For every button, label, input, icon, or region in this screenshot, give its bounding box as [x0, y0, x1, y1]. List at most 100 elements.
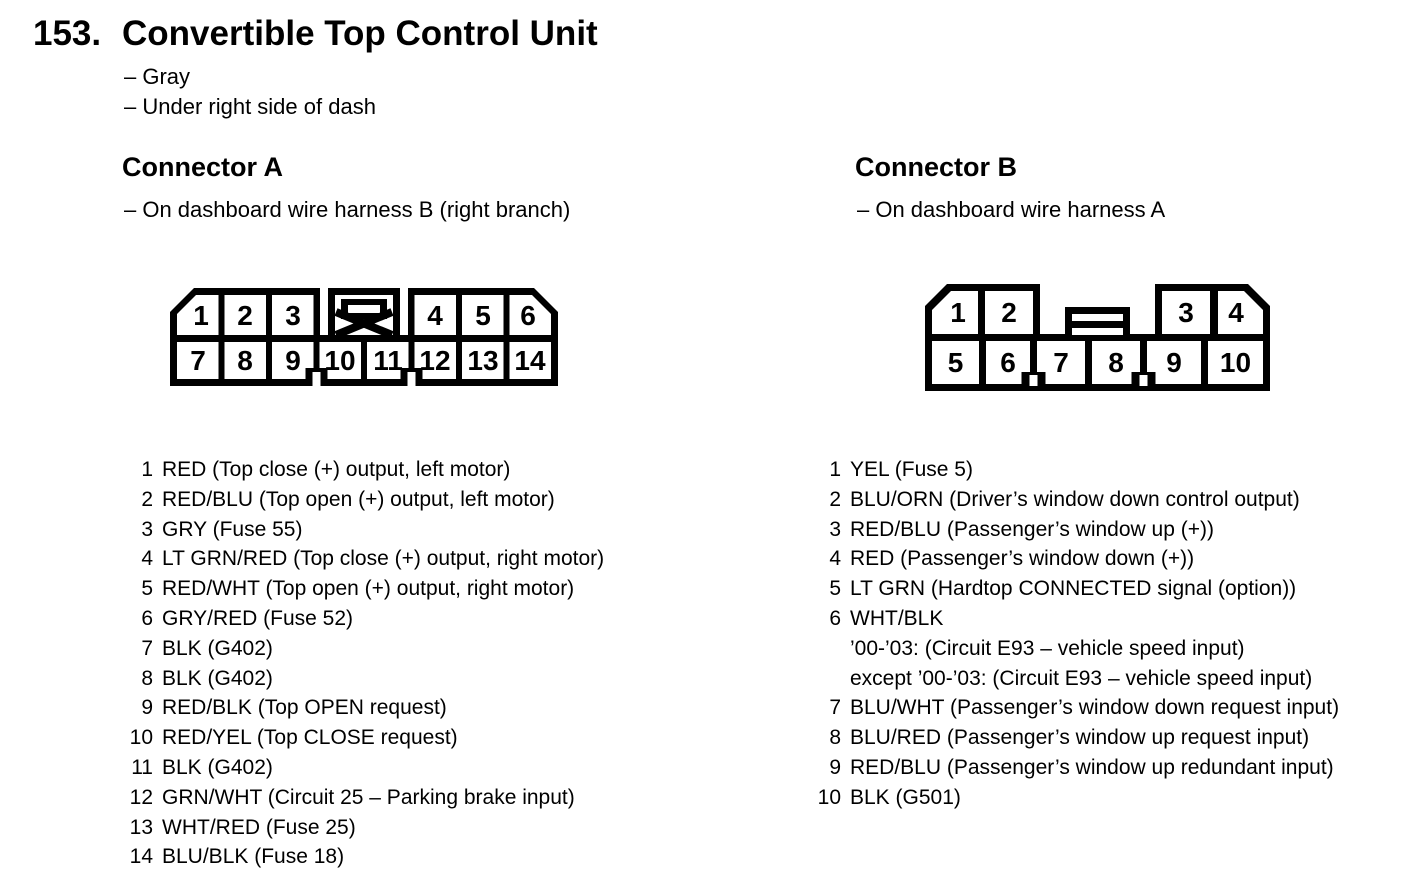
pin-cell-label: 10	[324, 345, 355, 376]
pin-line: 14 BLU/BLK (Fuse 18)	[123, 842, 604, 872]
pin-line: 1 YEL (Fuse 5)	[809, 455, 1339, 485]
pin-line: except ’00-’03: (Circuit E93 – vehicle s…	[809, 664, 1339, 694]
pin-line: 3 RED/BLU (Passenger’s window up (+))	[809, 515, 1339, 545]
pin-label: BLK (G402)	[162, 636, 273, 660]
pin-label: BLK (G402)	[162, 755, 273, 779]
section-number: 153.	[33, 14, 102, 53]
pin-cell-label: 7	[190, 345, 206, 376]
pin-label: BLU/BLK (Fuse 18)	[162, 845, 345, 869]
pin-line: 2 RED/BLU (Top open (+) output, left mot…	[123, 485, 604, 515]
pin-number: 10	[129, 726, 153, 750]
pin-cell	[932, 341, 979, 384]
pin-label: GRN/WHT (Circuit 25 – Parking brake inpu…	[162, 785, 575, 809]
pin-line: 9 RED/BLU (Passenger’s window up redunda…	[809, 753, 1339, 783]
pin-cell	[985, 291, 1033, 334]
pin-label: LT GRN (Hardtop CONNECTED signal (option…	[850, 577, 1297, 601]
pin-cell-label: 3	[1178, 297, 1194, 328]
pin-line: 6 GRY/RED (Fuse 52)	[123, 604, 604, 634]
pin-line: 7 BLU/WHT (Passenger’s window down reque…	[809, 693, 1339, 723]
pin-cell-label: 5	[948, 347, 964, 378]
pin-cell	[462, 342, 504, 379]
pin-cell	[224, 342, 266, 379]
pin-label: GRY/RED (Fuse 52)	[162, 606, 353, 630]
pin-number: 4	[141, 547, 153, 571]
pin-cell-label: 8	[237, 345, 253, 376]
pin-line: 12 GRN/WHT (Circuit 25 – Parking brake i…	[123, 783, 604, 813]
pin-number: 7	[829, 696, 841, 720]
pin-cell-label: 1	[193, 300, 209, 331]
pin-cell-label: 9	[285, 345, 301, 376]
pin-line: 1 RED (Top close (+) output, left motor)	[123, 455, 604, 485]
pin-number: 9	[141, 696, 153, 720]
keyway-slot	[320, 288, 328, 335]
pin-label: WHT/RED (Fuse 25)	[162, 815, 356, 839]
pin-label: BLU/ORN (Driver’s window down control ou…	[850, 487, 1300, 511]
pin-cell	[932, 291, 978, 334]
pin-cell-label: 9	[1166, 347, 1182, 378]
pin-line: 11 BLK (G402)	[123, 753, 604, 783]
pin-number: 2	[829, 487, 841, 511]
keying-notch	[312, 372, 321, 386]
pin-number: 6	[141, 606, 153, 630]
connector-b-heading: Connector B	[855, 152, 1017, 182]
pin-label: BLK (G501)	[850, 785, 961, 809]
pin-label: RED/BLU (Top open (+) output, left motor…	[162, 487, 555, 511]
pin-cell	[224, 295, 266, 335]
pin-number: 9	[829, 755, 841, 779]
pin-line: 2 BLU/ORN (Driver’s window down control …	[809, 485, 1339, 515]
pin-label: RED/BLU (Passenger’s window up redundant…	[850, 755, 1334, 779]
pin-line: 5 RED/WHT (Top open (+) output, right mo…	[123, 574, 604, 604]
pin-label: RED/YEL (Top CLOSE request)	[162, 726, 458, 750]
pin-number	[809, 664, 841, 694]
pin-number: 2	[141, 487, 153, 511]
connector-a-body	[170, 288, 558, 386]
latch-tab-slot	[348, 305, 380, 313]
pin-cell-label: 13	[467, 345, 498, 376]
pin-label: RED (Passenger’s window down (+))	[850, 547, 1195, 571]
pin-cell	[509, 295, 551, 335]
pin-number: 3	[141, 517, 153, 541]
pin-number: 1	[829, 458, 841, 481]
pin-number: 8	[829, 726, 841, 750]
pin-cell-label: 12	[419, 345, 450, 376]
pin-cell-label: 6	[520, 300, 536, 331]
keying-notch	[407, 372, 416, 386]
pin-label: except ’00-’03: (Circuit E93 – vehicle s…	[850, 666, 1313, 690]
pin-cell-label: 1	[950, 297, 966, 328]
pin-cell-label: 14	[514, 345, 546, 376]
pin-number: 3	[829, 517, 841, 541]
pin-line: 7 BLK (G402)	[123, 634, 604, 664]
pin-number: 10	[817, 785, 841, 809]
pin-number: 5	[141, 577, 153, 601]
connector-b-subtitle: – On dashboard wire harness A	[857, 197, 1166, 222]
pin-cell-label: 4	[427, 300, 443, 331]
pin-cell	[272, 295, 314, 335]
pin-cell-label: 3	[285, 300, 301, 331]
pin-line: 4 LT GRN/RED (Top close (+) output, righ…	[123, 544, 604, 574]
pin-label: BLK (G402)	[162, 666, 273, 690]
pin-label: BLU/RED (Passenger’s window up request i…	[850, 726, 1310, 750]
pin-cell-label: 8	[1108, 347, 1124, 378]
keying-notch	[1029, 375, 1038, 386]
pin-line: 8 BLK (G402)	[123, 664, 604, 694]
pin-line: 3 GRY (Fuse 55)	[123, 515, 604, 545]
pin-label: GRY (Fuse 55)	[162, 517, 303, 541]
pin-number: 8	[141, 666, 153, 690]
note-location: – Under right side of dash	[124, 94, 376, 119]
pin-number: 7	[141, 636, 153, 660]
pin-label: RED/WHT (Top open (+) output, right moto…	[162, 577, 575, 601]
pin-cell	[509, 342, 551, 379]
pin-cell-label: 6	[1000, 347, 1016, 378]
pin-cell	[1147, 341, 1201, 384]
keyway-slot	[400, 288, 408, 335]
connector-a-pin-list: 1 RED (Top close (+) output, left motor)…	[123, 455, 604, 872]
pin-number: 14	[129, 845, 153, 869]
connector-b-pin-list: 1 YEL (Fuse 5) 2 BLU/ORN (Driver’s windo…	[809, 455, 1339, 813]
pin-label: RED/BLU (Passenger’s window up (+))	[850, 517, 1214, 541]
pin-cell	[177, 342, 219, 379]
pin-number: 12	[129, 785, 153, 809]
connector-a-pinout-diagram: 1 2 3 4 5 6 7 8 9 10 11 12 13 14	[170, 288, 558, 386]
blocked-cavity-x	[334, 308, 394, 339]
connector-b-pinout-diagram: 1 2 3 4 5 6 7 8 9 10	[925, 284, 1270, 391]
